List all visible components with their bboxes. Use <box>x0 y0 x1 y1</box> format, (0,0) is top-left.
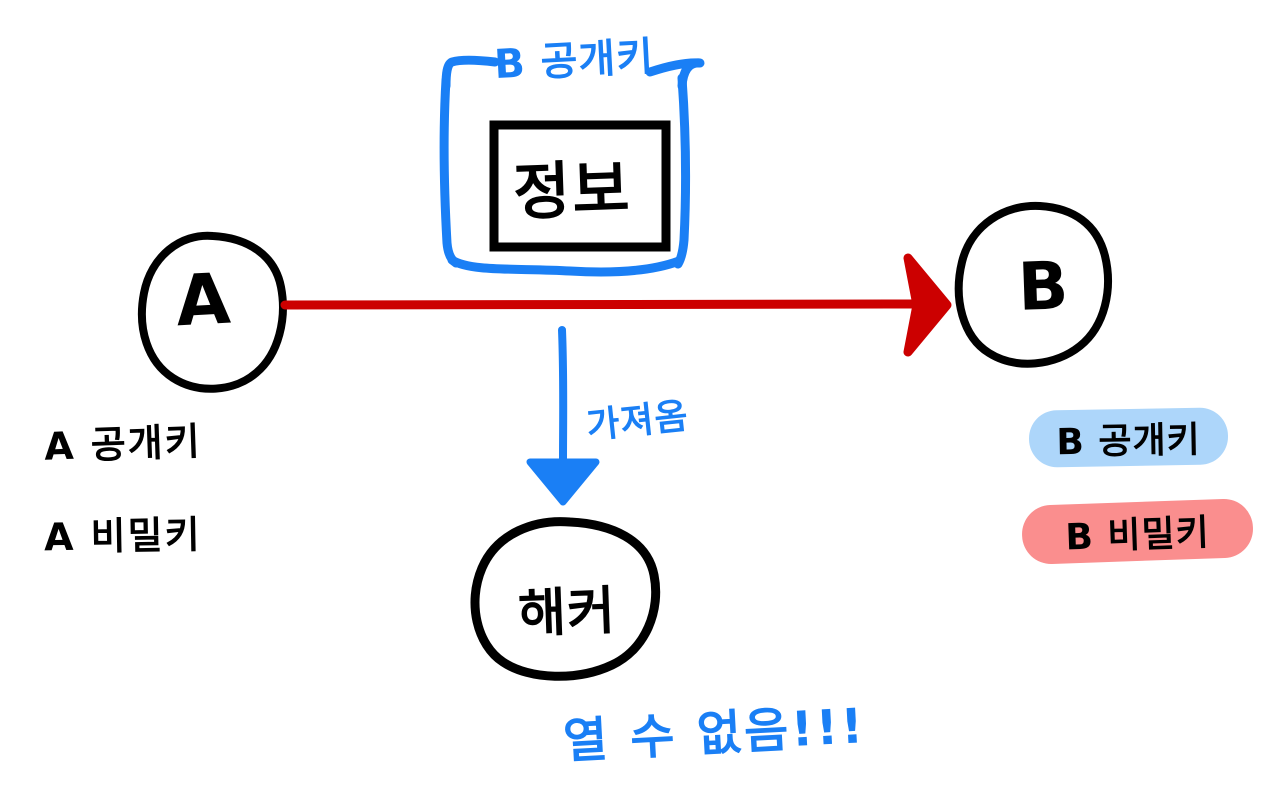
transmission-arrow <box>280 253 952 357</box>
node-b-circle <box>954 201 1112 368</box>
information-box-label: 정보 <box>511 151 633 230</box>
intercept-arrow-label: 가져옴 <box>584 395 691 448</box>
node-b-label: B <box>1016 247 1070 326</box>
intercept-arrow <box>526 326 600 506</box>
sender-public-key-label: A 공개키 <box>43 419 203 469</box>
node-a-circle <box>137 231 287 393</box>
encryption-key-label: B 공개키 <box>493 33 656 89</box>
receiver-public-key-badge: B 공개키 <box>1056 419 1202 463</box>
receiver-private-key-badge: B 비밀키 <box>1064 511 1211 559</box>
node-a-label: A <box>173 257 233 343</box>
sender-private-key-label: A 비밀키 <box>43 512 202 560</box>
public-key-wrapper-bracket <box>439 55 705 277</box>
badge-backgrounds <box>1022 407 1253 565</box>
attacker-label: 해커 <box>517 581 617 645</box>
information-box <box>489 120 671 252</box>
attacker-circle <box>470 517 661 681</box>
